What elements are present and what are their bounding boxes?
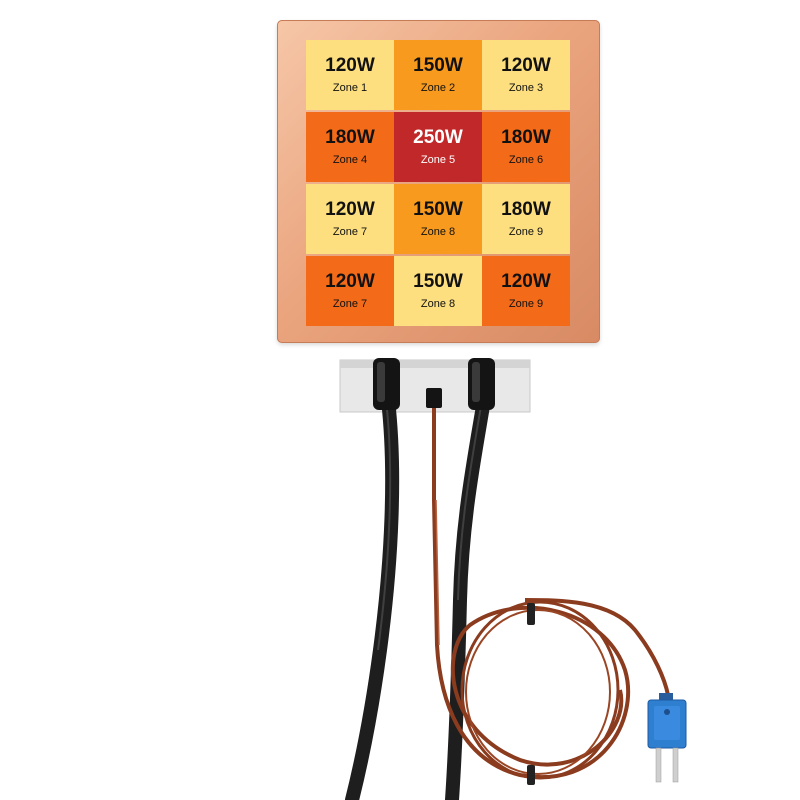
- zone-label: Zone 5: [420, 153, 456, 166]
- zone-wattage: 150W: [413, 54, 463, 76]
- zone-label: Zone 6: [508, 153, 544, 166]
- zone-wattage: 180W: [325, 126, 375, 148]
- zone-wattage: 120W: [325, 198, 375, 220]
- thermocouple-wire: [432, 402, 670, 779]
- zone-label: Zone 7: [332, 297, 368, 310]
- zone-label: Zone 7: [332, 225, 368, 238]
- zone-label: Zone 8: [420, 297, 456, 310]
- heating-zone-cell: 180W Zone 9: [482, 184, 570, 254]
- zone-wattage: 120W: [325, 270, 375, 292]
- heating-zone-cell: 180W Zone 6: [482, 112, 570, 182]
- thermocouple-connector: [647, 693, 687, 783]
- heating-zone-cell: 120W Zone 3: [482, 40, 570, 110]
- zone-label: Zone 4: [332, 153, 368, 166]
- thermocouple-grommet: [426, 388, 442, 408]
- heating-zone-cell: 150W Zone 8: [394, 256, 482, 326]
- zone-wattage: 250W: [413, 126, 463, 148]
- zone-label: Zone 8: [420, 225, 456, 238]
- zone-wattage: 180W: [501, 126, 551, 148]
- zone-label: Zone 9: [508, 225, 544, 238]
- zone-wattage: 150W: [413, 270, 463, 292]
- heating-zone-cell: 120W Zone 7: [306, 184, 394, 254]
- zone-grid: 120W Zone 1 150W Zone 2 120W Zone 3 180W Zone 4…: [306, 40, 570, 326]
- heating-zone-cell: 120W Zone 9: [482, 256, 570, 326]
- zone-label: Zone 2: [420, 81, 456, 94]
- heating-zone-cell: 120W Zone 7: [306, 256, 394, 326]
- zone-label: Zone 9: [508, 297, 544, 310]
- zone-wattage: 120W: [501, 54, 551, 76]
- power-cable-right: [445, 393, 491, 800]
- power-cable-left: [345, 393, 400, 800]
- heating-zone-cell: 180W Zone 4: [306, 112, 394, 182]
- zone-wattage: 120W: [325, 54, 375, 76]
- zone-wattage: 150W: [413, 198, 463, 220]
- zone-wattage: 180W: [501, 198, 551, 220]
- zone-label: Zone 1: [332, 81, 368, 94]
- zone-label: Zone 3: [508, 81, 544, 94]
- heating-zone-cell: 120W Zone 1: [306, 40, 394, 110]
- heating-zone-cell: 150W Zone 2: [394, 40, 482, 110]
- heating-zone-cell: 150W Zone 8: [394, 184, 482, 254]
- zone-wattage: 120W: [501, 270, 551, 292]
- heating-zone-cell: 250W Zone 5: [394, 112, 482, 182]
